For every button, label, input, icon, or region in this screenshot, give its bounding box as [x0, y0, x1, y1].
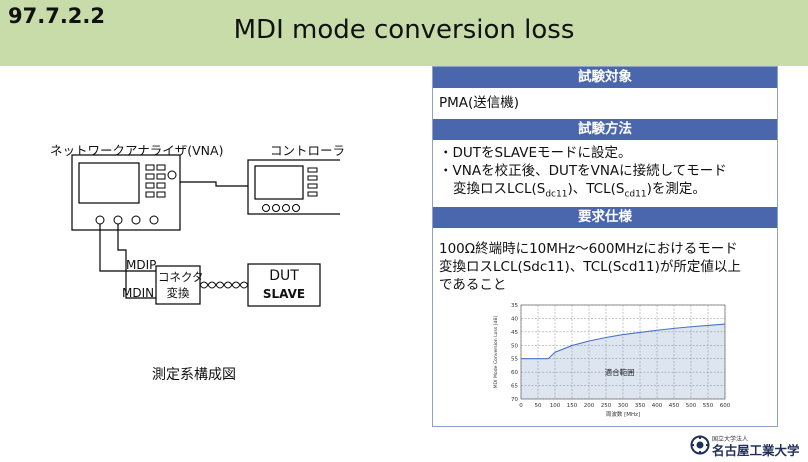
- mdin-label: MDIN: [122, 286, 155, 300]
- vna-buttons: [145, 164, 166, 198]
- university-emblem-icon: [690, 435, 710, 455]
- x-tick-label: 350: [635, 403, 646, 409]
- mdin-cable: [117, 224, 156, 299]
- y-tick-label: 65: [511, 384, 518, 390]
- method-line-3: 変換ロスLCL(Sdc11)、TCL(Scd11)を測定。: [453, 181, 706, 200]
- x-tick-label: 0: [519, 403, 523, 409]
- vna-label: ネットワークアナライザ(VNA): [50, 143, 224, 158]
- converter-label-2: 変換: [166, 286, 190, 300]
- x-axis-label: 周波数 [MHz]: [606, 410, 640, 418]
- vna-knob: [167, 170, 177, 180]
- control-cable: [180, 181, 248, 187]
- y-tick-label: 35: [511, 303, 518, 309]
- mdip-label: MDIP: [126, 258, 157, 272]
- spec-line-1: 100Ω終端時に10MHz～600MHzにおけるモード: [439, 241, 738, 257]
- method-header: 試験方法: [433, 119, 777, 140]
- converter-box: [155, 265, 201, 305]
- twisted-pair: [199, 281, 249, 289]
- y-tick-label: 60: [511, 370, 518, 376]
- method-line-2: ・VNAを校正後、DUTをVNAに接続してモード: [439, 163, 727, 179]
- x-tick-label: 600: [720, 403, 731, 409]
- y-tick-label: 55: [511, 357, 518, 363]
- conversion-loss-chart: 35 40 45 50 55 60 65 700 50 100 150 200 250 300 350 400…: [493, 303, 731, 418]
- vna-ports: [95, 215, 159, 225]
- dut-label: DUT: [269, 268, 299, 284]
- plot-frame: [520, 304, 726, 400]
- x-tick-label: 50: [535, 403, 542, 409]
- controller-buttons: [307, 167, 318, 197]
- y-tick-label: 70: [511, 397, 518, 403]
- spec-panel: 試験対象 PMA(送信機) 試験方法 ・DUTをSLAVEモードに設定。 ・VN…: [432, 66, 778, 427]
- controller-screen: [254, 165, 304, 200]
- diagram-caption: 測定系構成図: [152, 367, 236, 383]
- university-logo: 国立大学法人 名古屋工業大学: [690, 434, 802, 458]
- y-axis-label: MDI Mode Conversion Loss [dB]: [493, 315, 499, 388]
- target-header: 試験対象: [433, 67, 777, 88]
- converter-label-1: コネクタ: [158, 270, 204, 284]
- y-tick-label: 50: [511, 343, 518, 349]
- mdip-cable: [99, 224, 156, 272]
- vna-screen: [78, 162, 140, 204]
- y-tick-label: 45: [511, 330, 518, 336]
- x-tick-label: 100: [550, 403, 561, 409]
- slide-title: MDI mode conversion loss: [233, 15, 575, 45]
- x-tick-label: 250: [601, 403, 612, 409]
- x-tick-label: 500: [686, 403, 697, 409]
- university-type: 国立大学法人: [712, 436, 749, 443]
- header-bar: 97.7.2.2 MDI mode conversion loss: [0, 0, 808, 66]
- spec-line-2: 変換ロスLCL(Sdc11)、TCL(Scd11)が所定値以上: [439, 259, 741, 275]
- y-tick-label: 40: [511, 316, 518, 322]
- spec-line-3: であること: [439, 277, 507, 293]
- x-tick-label: 150: [567, 403, 578, 409]
- x-tick-label: 200: [584, 403, 595, 409]
- region-label: 適合範囲: [605, 367, 635, 377]
- limit-line: [521, 323, 726, 360]
- controller-ports: [262, 204, 300, 212]
- x-tick-label: 550: [703, 403, 714, 409]
- x-tick-label: 400: [652, 403, 663, 409]
- spec-header: 要求仕様: [433, 207, 777, 228]
- method-line-1: ・DUTをSLAVEモードに設定。: [439, 145, 632, 161]
- controller-label: コントローラ: [270, 143, 346, 158]
- measurement-diagram: ネットワークアナライザ(VNA) コントローラ MDIP MDIN コネクタ 変…: [40, 138, 347, 318]
- x-tick-label: 450: [669, 403, 680, 409]
- university-name: 名古屋工業大学: [712, 443, 800, 458]
- dut-box: [247, 263, 321, 307]
- target-text: PMA(送信機): [439, 95, 520, 111]
- section-number: 97.7.2.2: [8, 4, 105, 28]
- dut-slave-label: SLAVE: [262, 287, 306, 301]
- x-tick-label: 300: [618, 403, 629, 409]
- diagram-drawing: [71, 154, 347, 307]
